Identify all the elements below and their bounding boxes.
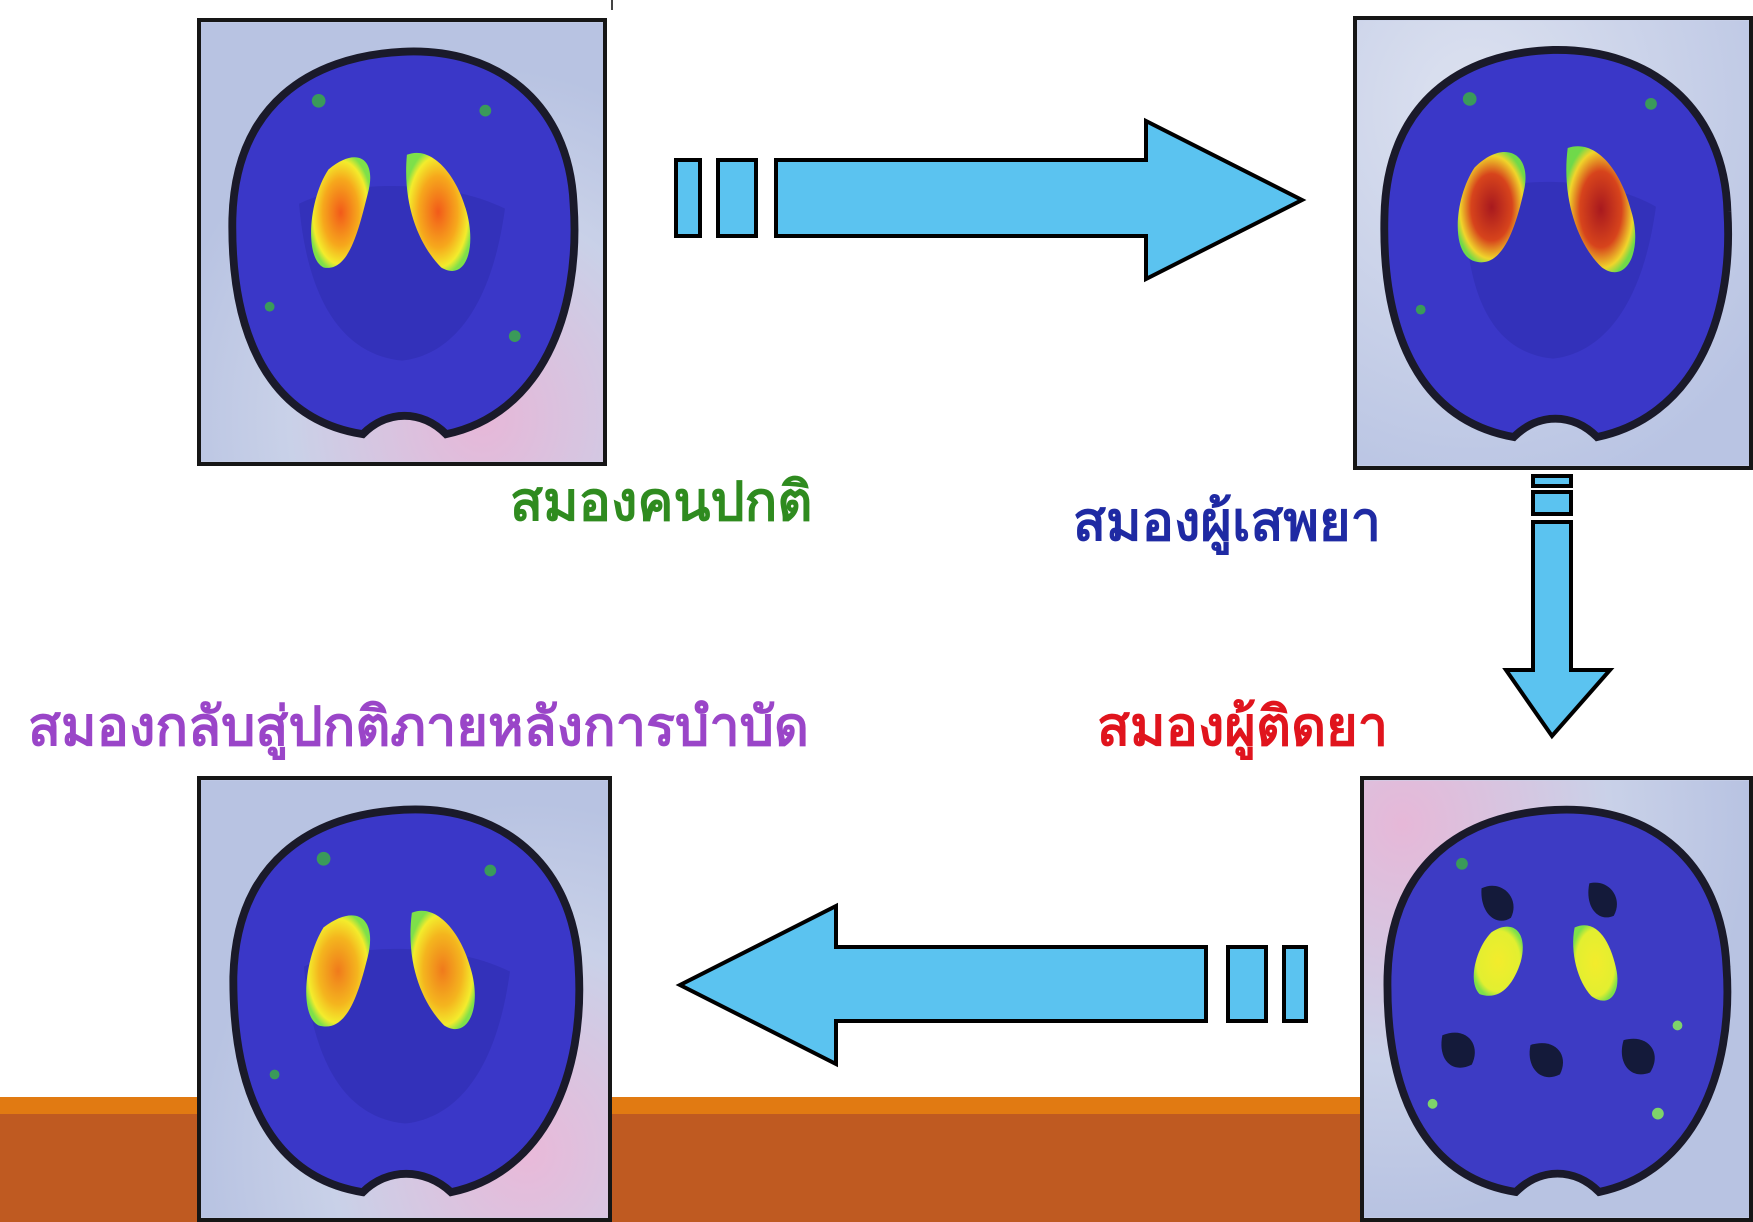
brain-recovered-image <box>201 780 608 1218</box>
brain-normal-image <box>201 22 603 462</box>
scan-user-brain <box>1353 16 1753 470</box>
top-tick-mark <box>611 0 613 10</box>
arrow-right-normal-to-user <box>672 115 1312 285</box>
brain-addict-image <box>1364 780 1749 1218</box>
label-recovered-brain: สมองกลับสู่ปกติภายหลังการบำบัด <box>28 700 809 754</box>
label-addict-brain: สมองผู้ติดยา <box>1097 700 1388 754</box>
arrow-down-user-to-addict <box>1500 472 1620 742</box>
label-user-brain: สมองผู้เสพยา <box>1073 495 1381 549</box>
scan-recovered-brain <box>197 776 612 1222</box>
scan-addict-brain <box>1360 776 1753 1222</box>
scan-normal-brain <box>197 18 607 466</box>
brain-user-image <box>1357 20 1749 466</box>
label-normal-brain: สมองคนปกติ <box>510 475 812 529</box>
arrow-left-addict-to-recovered <box>672 900 1312 1070</box>
